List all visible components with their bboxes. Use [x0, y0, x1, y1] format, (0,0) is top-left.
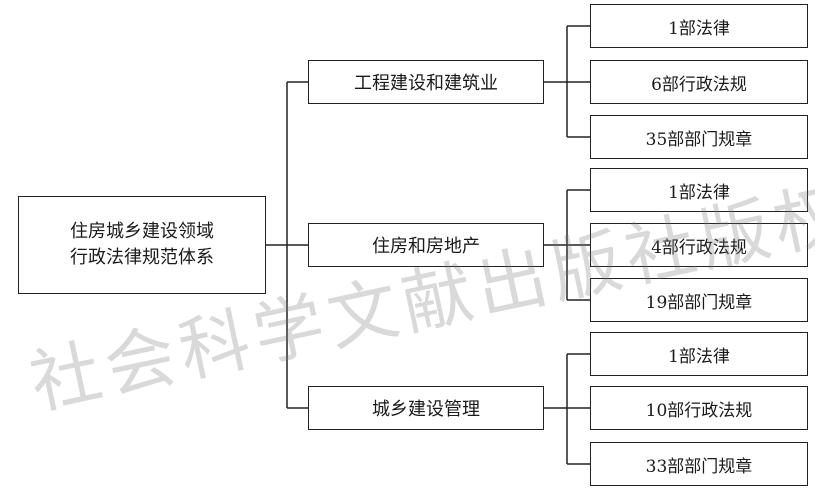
category-label: 住房和房地产	[372, 236, 480, 257]
leaf-node-departmental-rules: 19部部门规章	[590, 278, 808, 322]
leaf-label: 33部部门规章	[645, 456, 753, 477]
leaf-label: 10部行政法规	[645, 400, 753, 421]
category-node-housing: 住房和房地产	[308, 223, 544, 267]
leaf-node-administrative-regulations: 6部行政法规	[590, 60, 808, 104]
leaf-node-laws: 1部法律	[590, 332, 808, 376]
root-title-line2: 行政法律规范体系	[70, 247, 214, 268]
category-node-construction: 工程建设和建筑业	[308, 60, 544, 104]
leaf-label: 1部法律	[668, 346, 730, 367]
leaf-node-departmental-rules: 33部部门规章	[590, 442, 808, 486]
leaf-label: 35部部门规章	[645, 129, 753, 150]
leaf-node-administrative-regulations: 10部行政法规	[590, 386, 808, 430]
leaf-label: 19部部门规章	[645, 292, 753, 313]
leaf-label: 6部行政法规	[651, 74, 747, 95]
leaf-node-laws: 1部法律	[590, 4, 808, 48]
root-title-line1: 住房城乡建设领域	[70, 221, 214, 242]
category-node-urban-rural: 城乡建设管理	[308, 386, 544, 430]
leaf-node-administrative-regulations: 4部行政法规	[590, 223, 808, 267]
leaf-node-laws: 1部法律	[590, 168, 808, 212]
leaf-node-departmental-rules: 35部部门规章	[590, 115, 808, 159]
root-node: 住房城乡建设领域 行政法律规范体系	[18, 196, 266, 294]
leaf-label: 4部行政法规	[651, 237, 747, 258]
category-label: 工程建设和建筑业	[354, 73, 498, 94]
leaf-label: 1部法律	[668, 18, 730, 39]
category-label: 城乡建设管理	[372, 399, 480, 420]
leaf-label: 1部法律	[668, 182, 730, 203]
